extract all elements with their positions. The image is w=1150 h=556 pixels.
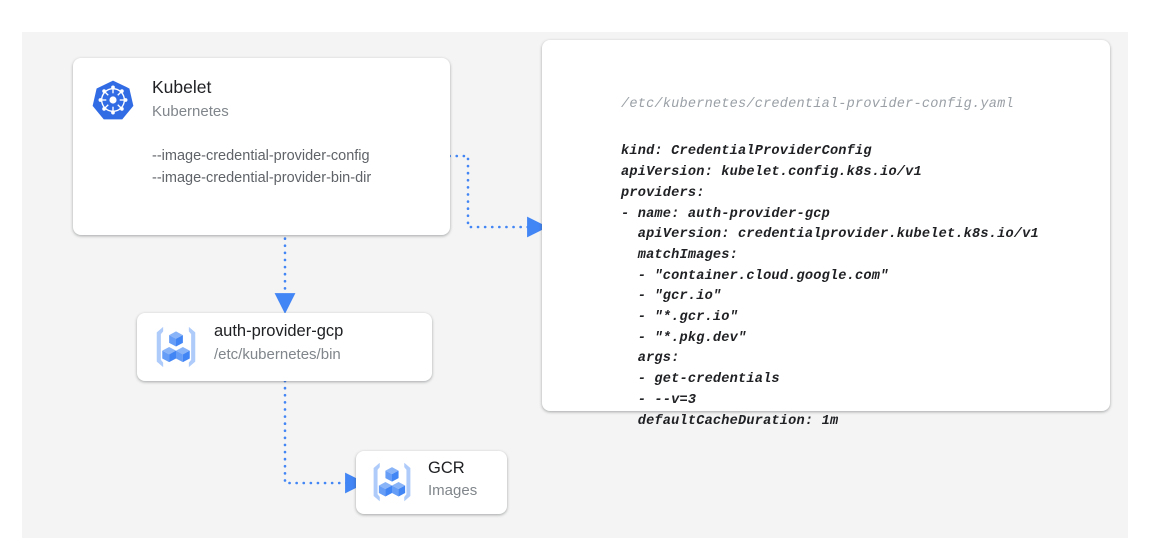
yaml-line: - "container.cloud.google.com": [621, 268, 889, 284]
yaml-content: kind: CredentialProviderConfig apiVersion…: [621, 101, 1039, 432]
yaml-line: matchImages:: [621, 247, 739, 263]
auth-provider-title: auth-provider-gcp: [214, 322, 344, 340]
yaml-line: apiVersion: credentialprovider.kubelet.k…: [621, 227, 1039, 243]
auth-provider-subtitle: /etc/kubernetes/bin: [214, 346, 341, 363]
auth-provider-gcp-card[interactable]: auth-provider-gcp /etc/kubernetes/bin: [137, 313, 432, 381]
container-registry-icon: [156, 326, 196, 368]
yaml-line: kind: CredentialProviderConfig: [621, 144, 872, 160]
yaml-file-path: /etc/kubernetes/credential-provider-conf…: [621, 97, 1014, 112]
container-registry-icon: [373, 462, 411, 502]
credential-provider-config-card[interactable]: /etc/kubernetes/credential-provider-conf…: [542, 40, 1110, 429]
gcr-title: GCR: [428, 459, 465, 477]
yaml-line: providers:: [621, 185, 705, 201]
yaml-spacer-line: [621, 101, 1039, 122]
yaml-line: - name: auth-provider-gcp: [621, 206, 830, 222]
gcr-card[interactable]: GCR Images: [356, 451, 507, 514]
yaml-line: - "*.pkg.dev": [621, 330, 747, 346]
kubernetes-logo-icon: [92, 80, 134, 120]
gcr-subtitle: Images: [428, 482, 478, 499]
yaml-line: - get-credentials: [621, 372, 780, 388]
kubelet-flag-config: --image-credential-provider-config: [152, 148, 370, 164]
yaml-line: - "gcr.io": [621, 289, 722, 305]
yaml-line: - --v=3: [621, 392, 697, 408]
yaml-line: args:: [621, 351, 680, 367]
yaml-line: apiVersion: kubelet.config.k8s.io/v1: [621, 165, 922, 181]
kubelet-title: Kubelet: [152, 77, 212, 97]
kubelet-card[interactable]: Kubelet Kubernetes --image-credential-pr…: [73, 58, 450, 235]
yaml-spacer-line: [621, 122, 1039, 143]
kubelet-subtitle: Kubernetes: [152, 103, 229, 120]
yaml-line: - "*.gcr.io": [621, 310, 739, 326]
yaml-line: defaultCacheDuration: 1m: [621, 413, 839, 429]
kubelet-flag-bin-dir: --image-credential-provider-bin-dir: [152, 170, 372, 186]
